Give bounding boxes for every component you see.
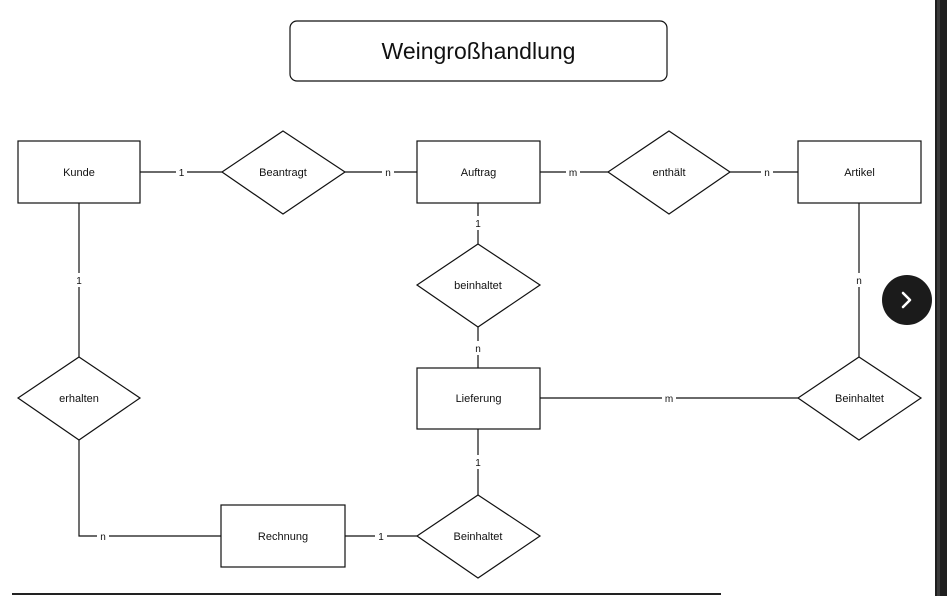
entity-auftrag[interactable]: Auftrag: [416, 140, 541, 204]
entity-label: Lieferung: [456, 393, 502, 405]
cardinality-label: n: [475, 344, 481, 355]
cardinality-label: 1: [179, 168, 185, 179]
relationship-beinhaltet-artikel-lieferung[interactable]: Beinhaltet: [796, 356, 923, 441]
cardinality-auftrag-enthaelt: m: [566, 165, 580, 179]
window-edge-line: [937, 0, 940, 596]
diagram-title: Weingroßhandlung: [382, 38, 576, 64]
cardinality-rechnung-beinhaltet: 1: [375, 529, 387, 543]
relationship-enthaelt[interactable]: enthält: [606, 130, 732, 215]
cardinality-auftrag-beinhaltet: 1: [472, 216, 484, 230]
entity-label: Kunde: [63, 167, 95, 179]
cardinality-enthaelt-artikel: n: [761, 165, 773, 179]
relationship-label: Beinhaltet: [835, 393, 884, 405]
relationship-label: enthält: [652, 167, 685, 179]
bottom-divider: [12, 593, 721, 595]
cardinality-label: 1: [76, 276, 82, 287]
cardinality-label: n: [856, 276, 862, 287]
entity-kunde[interactable]: Kunde: [17, 140, 141, 204]
entity-artikel[interactable]: Artikel: [797, 140, 922, 204]
cardinality-label: m: [665, 394, 673, 405]
cardinality-erhalten-rechnung: n: [97, 529, 109, 543]
relationship-label: erhalten: [59, 393, 99, 405]
cardinality-label: 1: [378, 532, 384, 543]
edge-erhalten-rechnung: [78, 440, 221, 537]
relationship-beantragt[interactable]: Beantragt: [220, 130, 347, 215]
cardinality-label: n: [385, 168, 391, 179]
relationship-beinhaltet-auftrag-lieferung[interactable]: beinhaltet: [415, 243, 542, 328]
relationship-label: beinhaltet: [454, 280, 502, 292]
cardinality-label: m: [569, 168, 577, 179]
relationship-label: Beinhaltet: [454, 531, 503, 543]
chevron-right-icon: [901, 291, 912, 309]
next-button[interactable]: [882, 275, 932, 325]
cardinality-lieferung-beinhaltet: m: [662, 391, 676, 405]
cardinality-label: 1: [475, 219, 481, 230]
entity-label: Artikel: [844, 167, 875, 179]
entity-rechnung[interactable]: Rechnung: [220, 504, 346, 568]
diagram-title-box[interactable]: Weingroßhandlung: [289, 20, 668, 82]
cardinality-lieferung-beinhaltet-rechnung: 1: [472, 455, 484, 469]
cardinality-artikel-beinhaltet: n: [853, 273, 865, 287]
cardinality-kunde-erhalten: 1: [73, 273, 85, 287]
entity-label: Rechnung: [258, 531, 308, 543]
cardinality-label: n: [100, 532, 106, 543]
cardinality-label: 1: [475, 458, 481, 469]
entity-lieferung[interactable]: Lieferung: [416, 367, 541, 430]
cardinality-label: n: [764, 168, 770, 179]
entity-label: Auftrag: [461, 167, 496, 179]
relationship-label: Beantragt: [259, 167, 307, 179]
window-edge: [935, 0, 947, 596]
relationship-erhalten[interactable]: erhalten: [16, 356, 142, 441]
cardinality-kunde-beantragt: 1: [176, 165, 187, 179]
relationship-beinhaltet-lieferung-rechnung[interactable]: Beinhaltet: [415, 494, 542, 579]
cardinality-beinhaltet-lieferung: n: [472, 341, 484, 355]
cardinality-beantragt-auftrag: n: [382, 165, 394, 179]
